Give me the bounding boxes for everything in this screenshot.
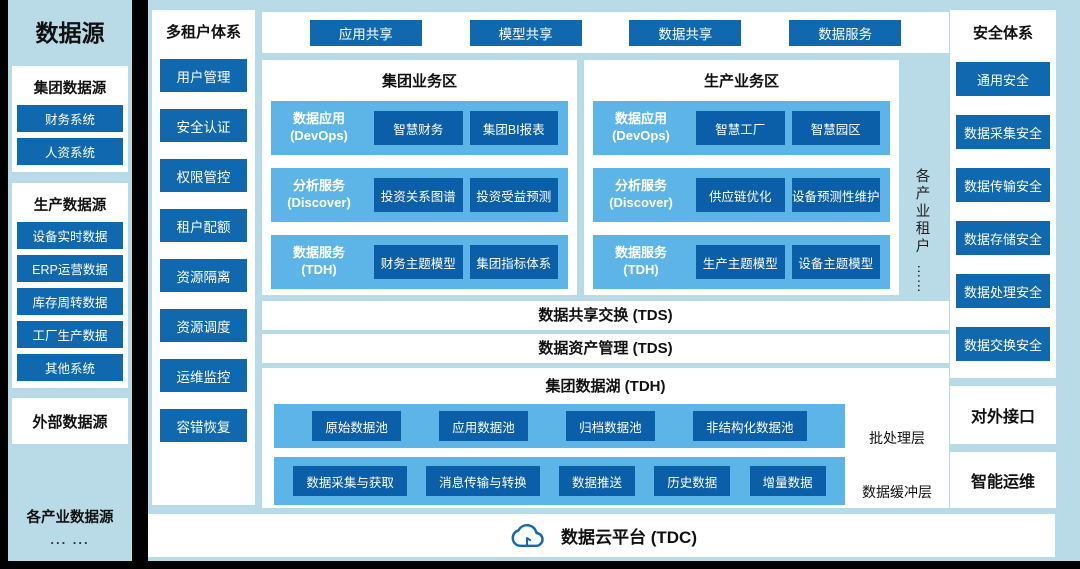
buffer-layer-bar: 数据采集与获取 消息传输与转换 数据推送 历史数据 增量数据 <box>274 457 845 505</box>
block-ops-monitoring: 运维监控 <box>160 359 247 392</box>
block-predictive-maintenance: 设备预测性维护 <box>791 178 880 212</box>
block-archive-data-pool: 归档数据池 <box>566 411 655 441</box>
sharing-services-bar: 应用共享 模型共享 数据共享 数据服务 <box>262 12 949 53</box>
block-investment-forecast: 投资受益预测 <box>469 178 558 212</box>
data-service-label: 数据服务 (TDH) <box>614 245 667 277</box>
block-erp-operation-data: ERP运营数据 <box>17 255 123 282</box>
block-data-processing-security: 数据处理安全 <box>956 274 1050 308</box>
discover-row: 分析服务 (Discover) 供应链优化 设备预测性维护 <box>593 168 890 222</box>
tdh-row: 数据服务 (TDH) 财务主题模型 集团指标体系 <box>271 235 568 289</box>
block-model-sharing: 模型共享 <box>469 19 582 46</box>
block-raw-data-pool: 原始数据池 <box>312 411 401 441</box>
block-incremental-data: 增量数据 <box>749 466 826 496</box>
block-smart-factory: 智慧工厂 <box>696 111 785 145</box>
main-architecture-area: 多租户体系 用户管理 安全认证 权限管控 租户配额 资源隔离 资源调度 运维监控… <box>148 0 1080 561</box>
block-finance-theme-model: 财务主题模型 <box>374 245 463 279</box>
batch-layer-bar: 原始数据池 应用数据池 归档数据池 非结构化数据池 <box>274 404 845 448</box>
cloud-platform-title: 数据云平台 (TDC) <box>561 528 697 547</box>
block-device-theme-model: 设备主题模型 <box>791 245 880 279</box>
group-datasource-box: 集团数据源 财务系统 人资系统 <box>12 66 128 172</box>
group-business-zone-title: 集团业务区 <box>381 73 457 90</box>
block-message-transform: 消息传输与转换 <box>426 466 540 496</box>
multi-tenant-panel: 多租户体系 用户管理 安全认证 权限管控 租户配额 资源隔离 资源调度 运维监控… <box>152 10 255 505</box>
analysis-service-label: 分析服务 (Discover) <box>609 178 673 210</box>
block-production-theme-model: 生产主题模型 <box>696 245 785 279</box>
group-datasource-header: 集团数据源 <box>33 81 107 97</box>
analysis-service-label: 分析服务 (Discover) <box>287 178 351 210</box>
block-supply-chain-optimization: 供应链优化 <box>696 178 785 212</box>
block-smart-finance: 智慧财务 <box>374 111 463 145</box>
multi-tenant-title: 多租户体系 <box>165 24 241 41</box>
block-data-transmission-security: 数据传输安全 <box>956 168 1050 202</box>
block-investment-graph: 投资关系图谱 <box>374 178 463 212</box>
block-data-push: 数据推送 <box>558 466 635 496</box>
block-other-systems: 其他系统 <box>17 354 123 381</box>
data-app-label: 数据应用 (DevOps) <box>612 111 670 143</box>
block-tenant-quota: 租户配额 <box>160 209 247 242</box>
block-smart-park: 智慧园区 <box>791 111 880 145</box>
block-permission-control: 权限管控 <box>160 159 247 192</box>
block-data-exchange-security: 数据交换安全 <box>956 327 1050 361</box>
block-device-realtime-data: 设备实时数据 <box>17 222 123 249</box>
block-finance-system: 财务系统 <box>17 105 123 132</box>
block-data-collection: 数据采集与获取 <box>293 466 407 496</box>
devops-row: 数据应用 (DevOps) 智慧工厂 智慧园区 <box>593 101 890 155</box>
block-group-bi-report: 集团BI报表 <box>469 111 558 145</box>
data-lake-title: 集团数据湖 (TDH) <box>545 378 666 395</box>
batch-layer-label: 批处理层 <box>869 430 925 446</box>
production-business-zone: 生产业务区 数据应用 (DevOps) 智慧工厂 智慧园区 分析服务 (Disc… <box>584 60 899 295</box>
block-data-storage-security: 数据存储安全 <box>956 221 1050 255</box>
data-source-title: 数据源 <box>35 20 105 46</box>
data-source-panel: 数据源 集团数据源 财务系统 人资系统 生产数据源 设备实时数据 ERP运营数据… <box>8 0 132 561</box>
block-hr-system: 人资系统 <box>17 138 123 165</box>
block-resource-scheduling: 资源调度 <box>160 309 247 342</box>
block-data-service: 数据服务 <box>789 19 902 46</box>
industry-datasource-label: 各产业数据源 <box>26 510 114 526</box>
block-user-management: 用户管理 <box>160 59 247 92</box>
industry-tenants-vertical-label: 各产业租户…… <box>913 168 931 293</box>
ellipsis-label: ... ... <box>50 532 90 547</box>
data-asset-management-bar: 数据资产管理 (TDS) <box>262 334 949 363</box>
production-datasource-header: 生产数据源 <box>33 198 107 214</box>
security-system-panel: 安全体系 通用安全 数据采集安全 数据传输安全 数据存储安全 数据处理安全 数据… <box>950 10 1056 378</box>
intelligent-ops-box: 智能运维 <box>950 452 1056 508</box>
block-app-sharing: 应用共享 <box>309 19 422 46</box>
block-app-data-pool: 应用数据池 <box>439 411 528 441</box>
production-business-zone-title: 生产业务区 <box>703 73 779 90</box>
block-resource-isolation: 资源隔离 <box>160 259 247 292</box>
block-factory-production-data: 工厂生产数据 <box>17 321 123 348</box>
production-datasource-box: 生产数据源 设备实时数据 ERP运营数据 库存周转数据 工厂生产数据 其他系统 <box>12 183 128 388</box>
block-data-sharing: 数据共享 <box>629 19 742 46</box>
cloud-icon <box>506 520 548 551</box>
devops-row: 数据应用 (DevOps) 智慧财务 集团BI报表 <box>271 101 568 155</box>
data-sharing-exchange-bar: 数据共享交换 (TDS) <box>262 301 949 330</box>
external-datasource-box: 外部数据源 <box>12 398 128 444</box>
block-history-data: 历史数据 <box>654 466 731 496</box>
tdh-row: 数据服务 (TDH) 生产主题模型 设备主题模型 <box>593 235 890 289</box>
buffer-layer-label: 数据缓冲层 <box>862 484 932 500</box>
discover-row: 分析服务 (Discover) 投资关系图谱 投资受益预测 <box>271 168 568 222</box>
block-fault-recovery: 容错恢复 <box>160 409 247 442</box>
data-service-label: 数据服务 (TDH) <box>292 245 345 277</box>
group-data-lake-panel: 集团数据湖 (TDH) 原始数据池 应用数据池 归档数据池 非结构化数据池 数据… <box>262 368 949 508</box>
ellipsis-label: …… <box>914 263 930 293</box>
block-security-auth: 安全认证 <box>160 109 247 142</box>
security-system-title: 安全体系 <box>972 25 1033 42</box>
block-general-security: 通用安全 <box>956 62 1050 96</box>
block-group-indicator-system: 集团指标体系 <box>469 245 558 279</box>
block-data-collection-security: 数据采集安全 <box>956 115 1050 149</box>
data-cloud-platform-bar: 数据云平台 (TDC) <box>148 514 1055 557</box>
group-business-zone: 集团业务区 数据应用 (DevOps) 智慧财务 集团BI报表 分析服务 (Di… <box>262 60 577 295</box>
external-interface-box: 对外接口 <box>950 386 1056 444</box>
block-unstructured-data-pool: 非结构化数据池 <box>693 411 807 441</box>
data-app-label: 数据应用 (DevOps) <box>290 111 348 143</box>
block-inventory-turnover-data: 库存周转数据 <box>17 288 123 315</box>
